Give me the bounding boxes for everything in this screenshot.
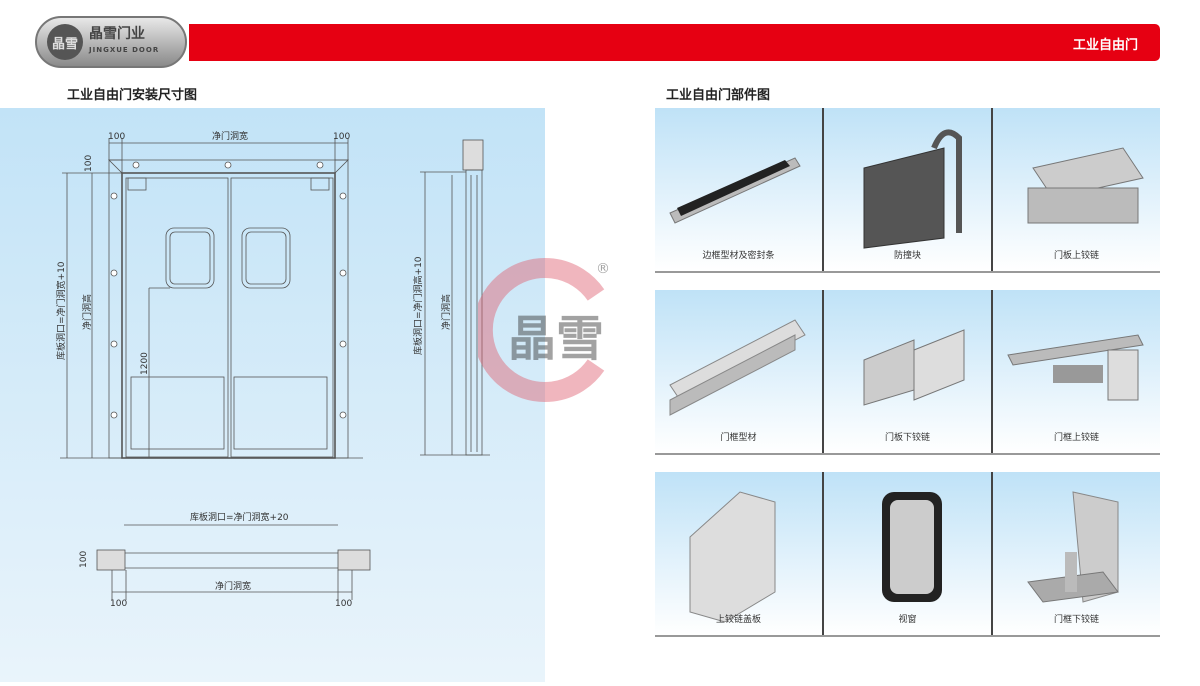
part-frame-bottom-hinge: 门框下铰链 — [993, 472, 1160, 635]
header-bar: 工业自由门 — [189, 24, 1160, 61]
frame-profile-seal-icon — [669, 157, 801, 224]
part-door-bottom-hinge: 门板下铰链 — [824, 290, 993, 453]
frame-bottom-hinge-icon — [1027, 491, 1119, 603]
part-label: 门框型材 — [720, 433, 757, 443]
install-diagram-title: 工业自由门安装尺寸图 — [67, 88, 198, 103]
dim-clear-width: 净门洞宽 — [212, 130, 248, 142]
part-hinge-cover-plate: 上铰链盖板 — [655, 472, 824, 635]
dim-clear-height: 净门洞高 — [81, 294, 93, 330]
plan-dim-side: 100 — [79, 551, 89, 568]
parts-row: 边框型材及密封条 防撞块 门板上铰链 — [655, 108, 1160, 273]
logo-mark: 晶雪 — [47, 24, 83, 60]
frame-profile-icon — [669, 319, 806, 416]
watermark-logo: 晶雪 ® — [472, 255, 618, 405]
part-door-top-hinge: 门板上铰链 — [993, 108, 1160, 271]
part-label: 门框上铰链 — [1053, 433, 1099, 443]
plan-view — [96, 524, 371, 600]
bumper-plate-icon — [863, 129, 962, 249]
hinge-cover-plate-icon — [689, 491, 776, 622]
part-label: 门板下铰链 — [884, 433, 930, 443]
part-label: 防撞块 — [893, 251, 921, 261]
part-label: 上铰链盖板 — [715, 615, 761, 625]
side-view — [420, 139, 490, 456]
plan-dim-bottom: 净门洞宽 — [215, 580, 251, 592]
plan-dim-left: 100 — [110, 599, 127, 609]
part-label: 视窗 — [898, 615, 917, 625]
parts-grid: 边框型材及密封条 防撞块 门板上铰链门框型材 门板下铰链 门框上铰链上铰链盖板 视窗 门框下… — [655, 108, 1160, 654]
door-bottom-hinge-icon — [863, 329, 965, 406]
side-dim-clear-height: 净门洞高 — [440, 294, 452, 330]
part-bumper-plate: 防撞块 — [824, 108, 993, 271]
plan-dim-right: 100 — [335, 599, 352, 609]
parts-row: 门框型材 门板下铰链 门框上铰链 — [655, 290, 1160, 455]
part-view-window: 视窗 — [824, 472, 993, 635]
side-dim-outer-height: 库板洞口=净门洞高+10 — [412, 256, 424, 355]
part-label: 门框下铰链 — [1053, 615, 1099, 625]
parts-row: 上铰链盖板 视窗 门框下铰链 — [655, 472, 1160, 637]
install-diagram-panel: 100 净门洞宽 100 100 库板洞口=净门洞宽+10 净门洞高 1200 … — [0, 108, 545, 682]
section-title: 工业自由门 — [1072, 38, 1138, 53]
part-frame-top-hinge: 门框上铰链 — [993, 290, 1160, 453]
plan-dim-top: 库板洞口=净门洞宽+20 — [190, 511, 289, 523]
door-top-hinge-icon — [1027, 147, 1144, 224]
logo-subtext: JINGXUE DOOR — [89, 46, 160, 54]
dim-window-height: 1200 — [140, 352, 150, 375]
dim-outer-height: 库板洞口=净门洞宽+10 — [55, 261, 67, 360]
parts-diagram-title: 工业自由门部件图 — [666, 88, 771, 103]
dim-left: 100 — [108, 132, 125, 142]
front-view — [60, 138, 363, 459]
brand-logo: 晶雪 晶雪门业 JINGXUE DOOR — [35, 16, 187, 68]
registered-mark: ® — [596, 261, 610, 277]
frame-top-hinge-icon — [1007, 334, 1144, 401]
dim-right: 100 — [333, 132, 350, 142]
dim-top: 100 — [84, 155, 94, 172]
part-frame-profile: 门框型材 — [655, 290, 824, 453]
part-label: 门板上铰链 — [1053, 251, 1099, 261]
logo-text: 晶雪门业 — [89, 26, 145, 42]
part-label: 边框型材及密封条 — [702, 251, 775, 261]
view-window-icon — [882, 492, 942, 602]
watermark-text: 晶雪 — [508, 311, 604, 367]
install-drawing: 100 净门洞宽 100 100 库板洞口=净门洞宽+10 净门洞高 1200 … — [55, 130, 490, 609]
part-frame-profile-seal: 边框型材及密封条 — [655, 108, 824, 271]
